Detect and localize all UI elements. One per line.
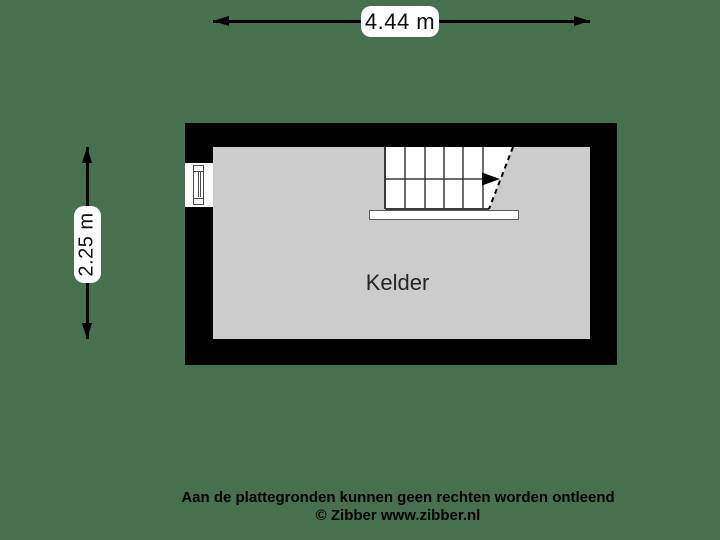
stairs-landing — [369, 210, 519, 220]
stairs-cut-line — [488, 146, 514, 210]
room-label: Kelder — [365, 270, 430, 295]
stairs-symbol — [384, 146, 514, 210]
dimension-height-text: 2.25 m — [76, 212, 98, 277]
window-icon — [193, 165, 204, 205]
arrow-down-icon — [82, 323, 92, 339]
disclaimer-text: Aan de plattegronden kunnen geen rechten… — [181, 489, 615, 506]
window-glass — [197, 172, 201, 197]
arrow-up-icon — [82, 147, 92, 163]
window-opening — [185, 163, 213, 207]
stair-direction-arrow-icon — [482, 172, 500, 186]
arrow-left-icon — [213, 16, 229, 26]
footer: Aan de plattegronden kunnen geen rechten… — [180, 489, 616, 525]
dimension-width-label: 4.44 m — [361, 6, 439, 37]
window-cap-bottom — [194, 198, 203, 204]
copyright-text: © Zibber www.zibber.nl — [315, 507, 481, 524]
window-cap-top — [194, 166, 203, 172]
stairs-body — [385, 147, 513, 209]
dimension-height-label: 2.25 m — [74, 206, 101, 283]
dimension-width-text: 4.44 m — [364, 8, 436, 34]
arrow-right-icon — [574, 16, 590, 26]
